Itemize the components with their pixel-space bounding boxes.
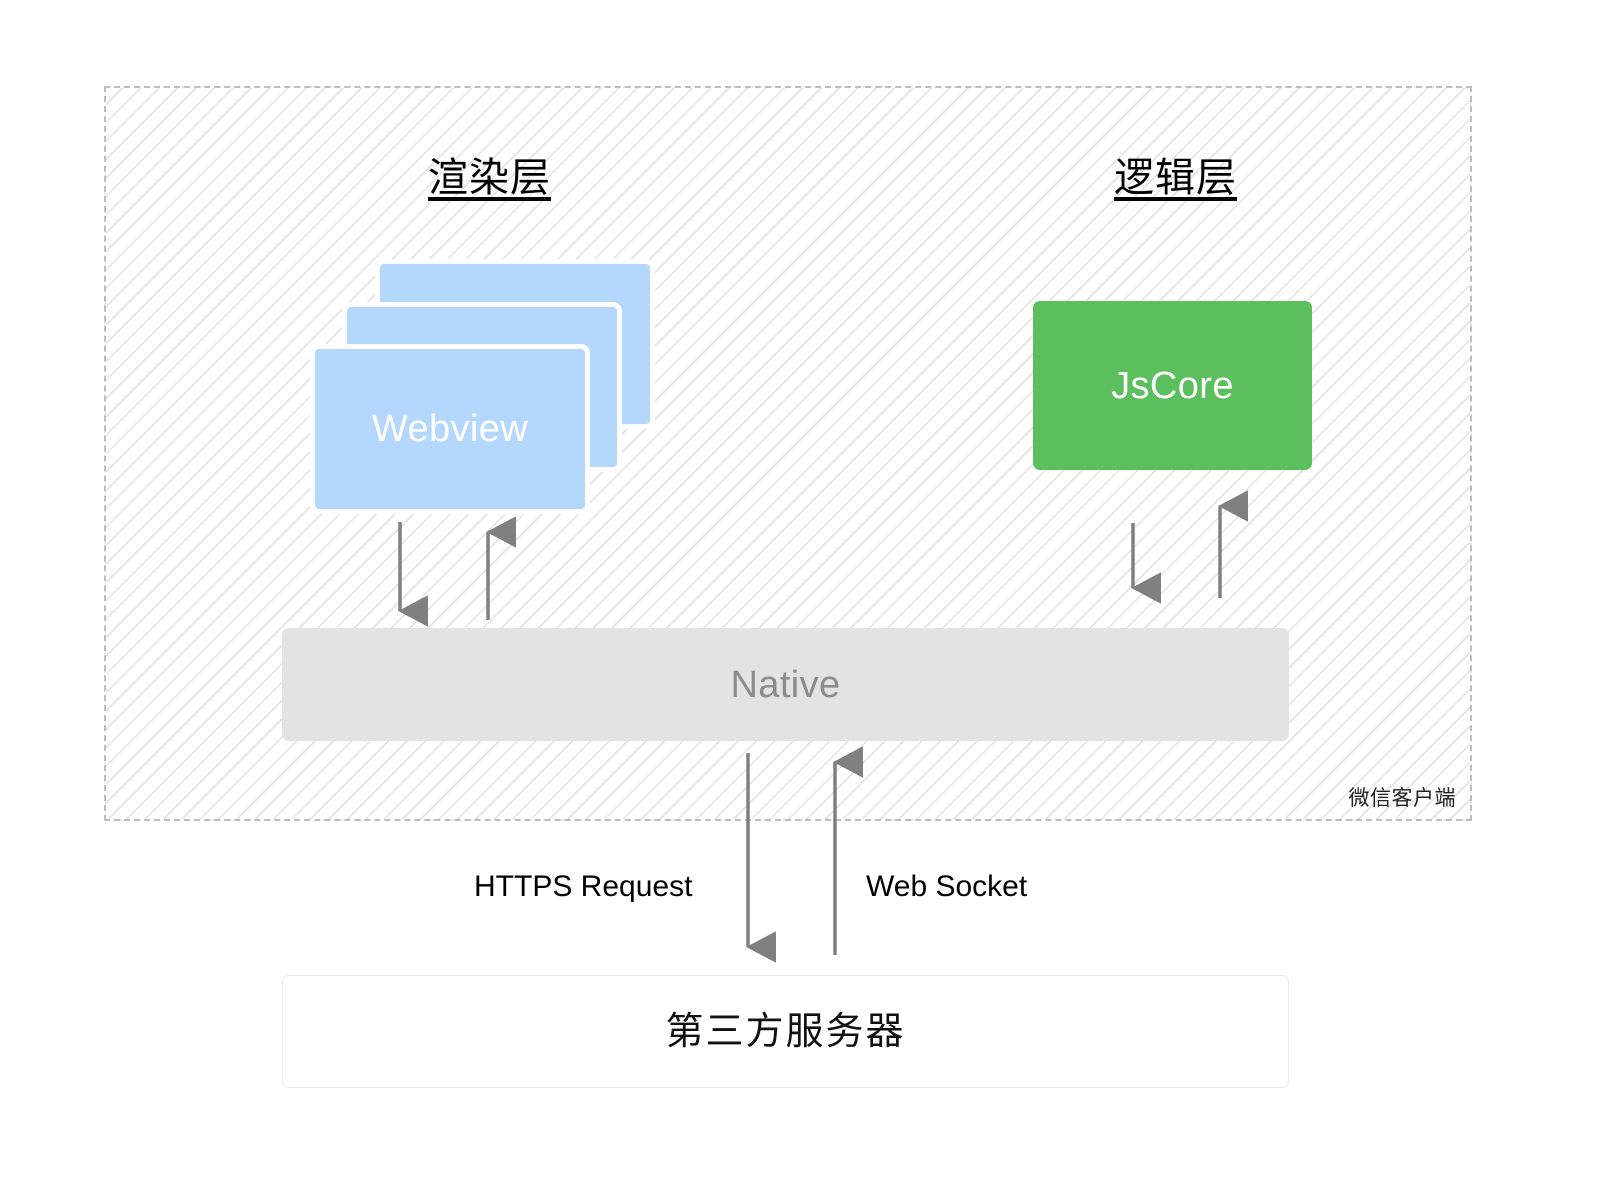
connector-label-web-socket: Web Socket xyxy=(866,870,1028,903)
third-party-server-label: 第三方服务器 xyxy=(665,1010,906,1053)
native-node[interactable]: Native xyxy=(282,628,1289,741)
jscore-label: JsCore xyxy=(1111,364,1234,407)
connector-label-https-request: HTTPS Request xyxy=(474,870,693,903)
webview-label: Webview xyxy=(371,408,529,450)
webview-node[interactable]: Webview xyxy=(310,259,655,514)
webview-card-front: Webview xyxy=(310,344,590,514)
column-title-render-layer: 渲染层 xyxy=(428,156,551,200)
column-title-logic-layer: 逻辑层 xyxy=(1114,156,1237,200)
jscore-node[interactable]: JsCore xyxy=(1033,301,1312,470)
wechat-client-label: 微信客户端 xyxy=(1348,787,1456,810)
third-party-server-node[interactable]: 第三方服务器 xyxy=(282,975,1289,1088)
native-label: Native xyxy=(730,663,841,706)
